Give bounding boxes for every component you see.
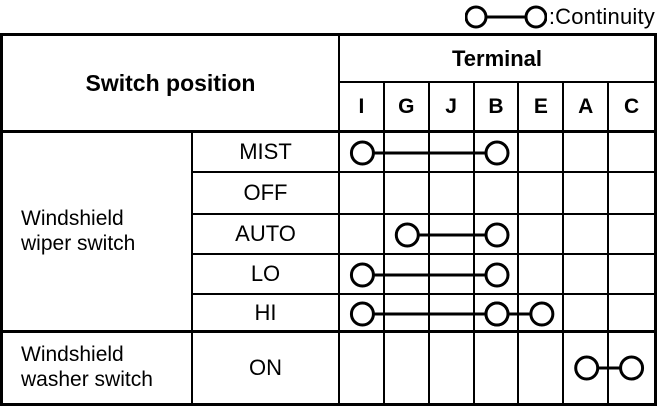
terminal-cell: [340, 295, 385, 333]
terminal-letter-A: A: [564, 83, 610, 133]
terminal-cell: [384, 295, 430, 333]
terminal-cell: [564, 173, 610, 215]
terminal-cell: [474, 255, 520, 295]
terminal-cell: [474, 215, 520, 255]
terminal-cell: [429, 173, 475, 215]
terminal-cell: [384, 333, 430, 403]
terminal-cell: [564, 133, 610, 173]
terminal-cell: [609, 173, 654, 215]
terminal-cell: [474, 333, 520, 403]
position-hi: HI: [193, 295, 340, 333]
terminal-letter-C: C: [609, 83, 654, 133]
terminal-cell: [564, 255, 610, 295]
terminal-cell: [519, 173, 565, 215]
terminal-cell: [564, 295, 610, 333]
terminal-cell: [564, 215, 610, 255]
terminal-cell: [474, 173, 520, 215]
terminal-cell: [384, 255, 430, 295]
terminal-letter-J: J: [429, 83, 475, 133]
terminal-cell: [609, 255, 654, 295]
washer-switch-group-label: Windshield washer switch: [3, 333, 193, 403]
terminal-cell: [340, 215, 385, 255]
terminal-cell: [474, 295, 520, 333]
terminal-cell: [519, 133, 565, 173]
position-lo: LO: [193, 255, 340, 295]
position-auto: AUTO: [193, 215, 340, 255]
position-off: OFF: [193, 173, 340, 215]
terminal-cell: [384, 133, 430, 173]
wiper-switch-group-label: Windshield wiper switch: [3, 133, 193, 333]
terminal-cell: [340, 133, 385, 173]
terminal-cell: [429, 255, 475, 295]
terminal-cell: [429, 133, 475, 173]
terminal-cell: [609, 133, 654, 173]
terminal-cell: [340, 173, 385, 215]
terminal-cell: [519, 333, 565, 403]
continuity-symbol-icon: [464, 5, 547, 29]
terminal-letter-I: I: [340, 83, 385, 133]
terminal-cell: [609, 215, 654, 255]
terminal-letter-B: B: [474, 83, 520, 133]
terminal-cell: [429, 333, 475, 403]
terminal-cell: [384, 215, 430, 255]
terminal-cell: [340, 333, 385, 403]
terminal-cell: [474, 133, 520, 173]
terminal-cell: [564, 333, 610, 403]
terminal-cell: [384, 173, 430, 215]
continuity-legend: :Continuity: [464, 1, 655, 33]
continuity-legend-label: :Continuity: [548, 4, 655, 29]
terminal-cell: [429, 295, 475, 333]
position-on: ON: [193, 333, 340, 403]
terminal-cell: [519, 215, 565, 255]
switch-position-header: Switch position: [3, 36, 340, 133]
terminal-cell: [519, 255, 565, 295]
position-mist: MIST: [193, 133, 340, 173]
terminal-cell: [609, 295, 654, 333]
terminal-letter-G: G: [384, 83, 430, 133]
terminal-header: Terminal: [340, 36, 654, 83]
terminal-cell: [429, 215, 475, 255]
terminal-cell: [609, 333, 654, 403]
terminal-letter-E: E: [519, 83, 565, 133]
continuity-table: Switch position Terminal I G J B E A C W…: [0, 33, 657, 406]
terminal-cell: [519, 295, 565, 333]
terminal-cell: [340, 255, 385, 295]
